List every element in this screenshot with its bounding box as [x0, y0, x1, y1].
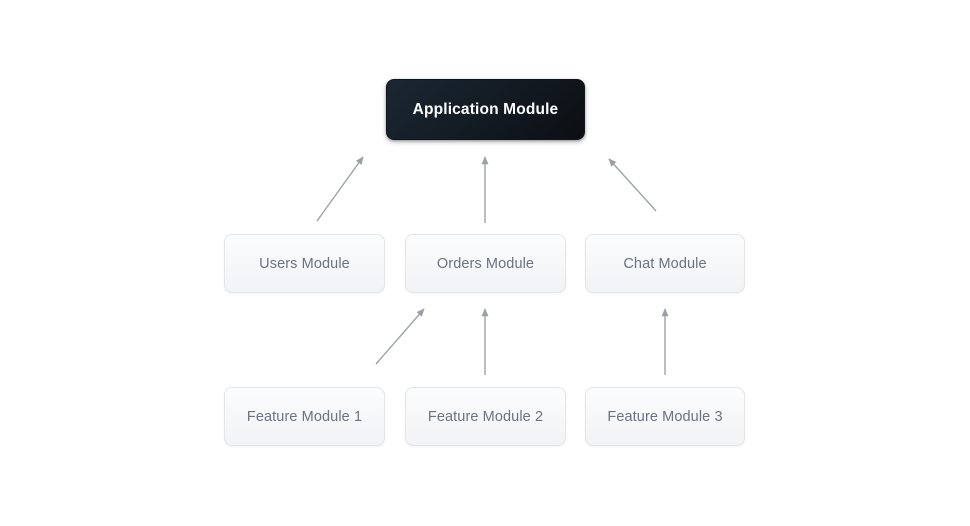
node-label-application-module: Application Module — [412, 100, 559, 118]
node-label-feature-module-3: Feature Module 3 — [607, 408, 723, 425]
node-label-feature-module-1: Feature Module 1 — [246, 408, 363, 425]
connector-users-to-application — [316, 156, 364, 222]
node-chat-module[interactable]: Chat Module — [585, 234, 745, 293]
node-application-module[interactable]: Application Module — [386, 79, 585, 140]
node-orders-module[interactable]: Orders Module — [405, 234, 566, 293]
node-label-orders-module: Orders Module — [436, 255, 535, 272]
connector-chat-to-application — [608, 158, 657, 212]
node-feature-module-3[interactable]: Feature Module 3 — [585, 387, 745, 446]
node-feature-module-2[interactable]: Feature Module 2 — [405, 387, 566, 446]
connector-feature1-to-orders — [375, 308, 425, 365]
node-label-users-module: Users Module — [259, 255, 350, 272]
node-label-feature-module-2: Feature Module 2 — [427, 408, 544, 425]
node-users-module[interactable]: Users Module — [224, 234, 385, 293]
node-label-chat-module: Chat Module — [623, 255, 707, 272]
node-feature-module-1[interactable]: Feature Module 1 — [224, 387, 385, 446]
